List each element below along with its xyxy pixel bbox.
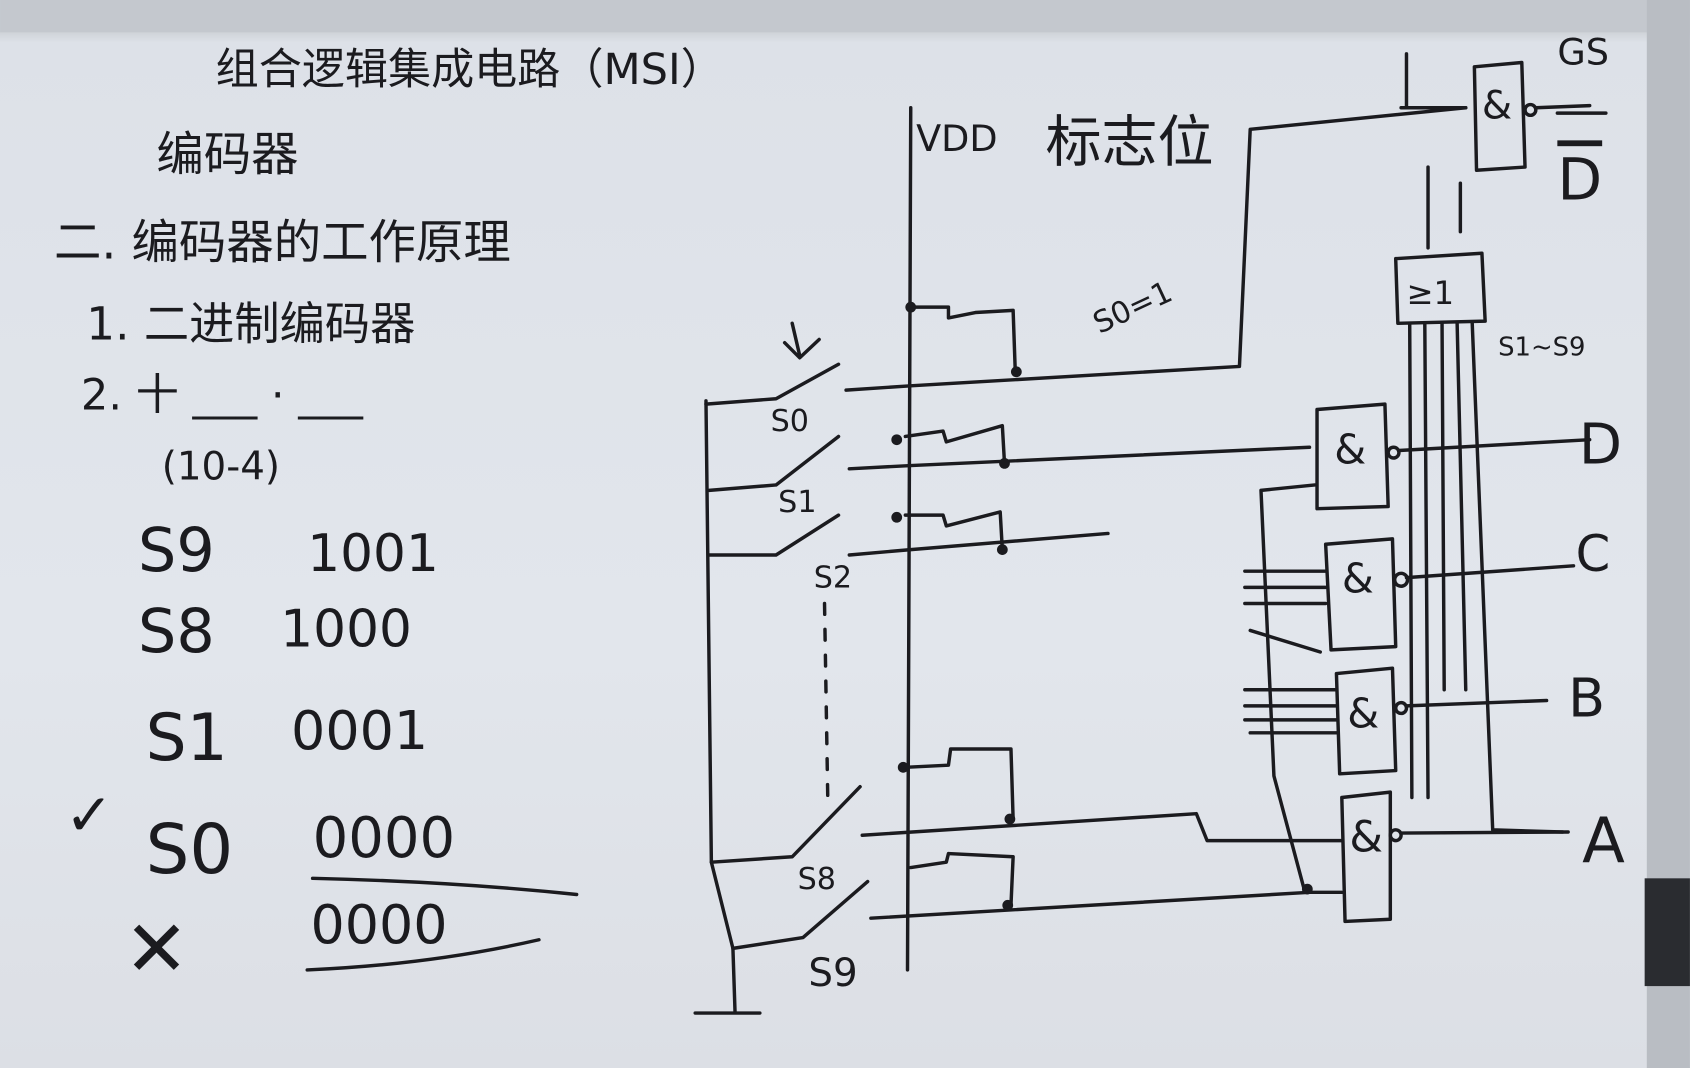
- and-symbol: &: [1334, 425, 1366, 473]
- and-symbol: &: [1482, 84, 1512, 129]
- heading-encoder: 编码器: [156, 127, 298, 182]
- nand-gate-a: &: [1340, 790, 1570, 924]
- switch-s8: [709, 784, 1344, 864]
- table-input: S9: [138, 516, 215, 586]
- vdd-rail: [905, 106, 913, 972]
- switch-label: S0: [771, 404, 809, 439]
- table-code: 1001: [307, 524, 439, 584]
- table-code: 1000: [280, 600, 412, 660]
- range-label: S1~S9: [1498, 333, 1585, 363]
- common-bus: [693, 399, 762, 1015]
- vdd-label: VDD: [916, 117, 997, 160]
- s0-note: S0=1: [1088, 275, 1178, 342]
- gs-nand-gate: &: [1399, 52, 1592, 250]
- resistor-s8: [903, 747, 1015, 821]
- output-label: D: [1579, 412, 1622, 477]
- cross-mark: ✕: [124, 904, 189, 994]
- underline: [310, 876, 579, 897]
- nand-gate-c: &: [1243, 537, 1576, 654]
- resistor-s9: [909, 851, 1015, 907]
- and-symbol: &: [1342, 555, 1374, 603]
- encoder-circuit: VDD 标志位 S0=1 GS D S1~S9 S0 S1 S2 S8 S9: [693, 31, 1625, 1015]
- resistor-s2: [903, 510, 1005, 552]
- table-input: S8: [138, 597, 215, 667]
- table-input: S0: [146, 810, 234, 890]
- output-label: B: [1568, 667, 1605, 730]
- nand-gate-b: &: [1243, 666, 1549, 776]
- table-input: S1: [146, 701, 228, 776]
- board-title: 组合逻辑集成电路（MSI）: [216, 45, 724, 95]
- item-decimal-sub: (10-4): [162, 445, 280, 490]
- flag-label: 标志位: [1045, 111, 1213, 176]
- switch-s0: [704, 106, 1468, 406]
- item-binary-encoder: 1. 二进制编码器: [86, 297, 415, 350]
- or-symbol: ≥1: [1406, 274, 1454, 312]
- resistor-s0: [909, 305, 1018, 374]
- or-gate: ≥1: [1393, 251, 1565, 834]
- switch-s1: [707, 434, 1312, 493]
- gs-label: GS: [1557, 31, 1609, 74]
- board-top-frame: [0, 0, 1690, 33]
- output-label: A: [1582, 804, 1625, 877]
- crossed-code: 0000: [310, 893, 447, 956]
- resistor-s1: [903, 423, 1007, 466]
- nand-gate-d: &: [1259, 402, 1592, 891]
- underline: [305, 938, 541, 972]
- code-table: S9 1001 S8 1000 S1 0001 S0 0000 ✓ 0000 ✕: [65, 516, 579, 994]
- switch-label: S9: [808, 951, 857, 996]
- switch-label: S2: [814, 560, 852, 595]
- switch-ellipsis: [822, 601, 830, 800]
- dbar-label: D: [1557, 145, 1602, 213]
- switch-label: S8: [798, 862, 836, 897]
- switch-label: S1: [778, 485, 816, 520]
- table-code: 0000: [313, 806, 456, 871]
- item-decimal-encoder: 2. 十 ___ · ___: [81, 371, 363, 421]
- and-symbol: &: [1349, 812, 1383, 862]
- output-label: C: [1576, 525, 1611, 583]
- and-symbol: &: [1347, 689, 1379, 737]
- board-clip: [1644, 878, 1690, 987]
- table-code: 0001: [291, 699, 428, 762]
- section-heading: 二. 编码器的工作原理: [54, 216, 511, 271]
- arrow-down-icon: [782, 321, 821, 360]
- check-mark: ✓: [65, 781, 114, 849]
- switch-s2: [707, 513, 1110, 557]
